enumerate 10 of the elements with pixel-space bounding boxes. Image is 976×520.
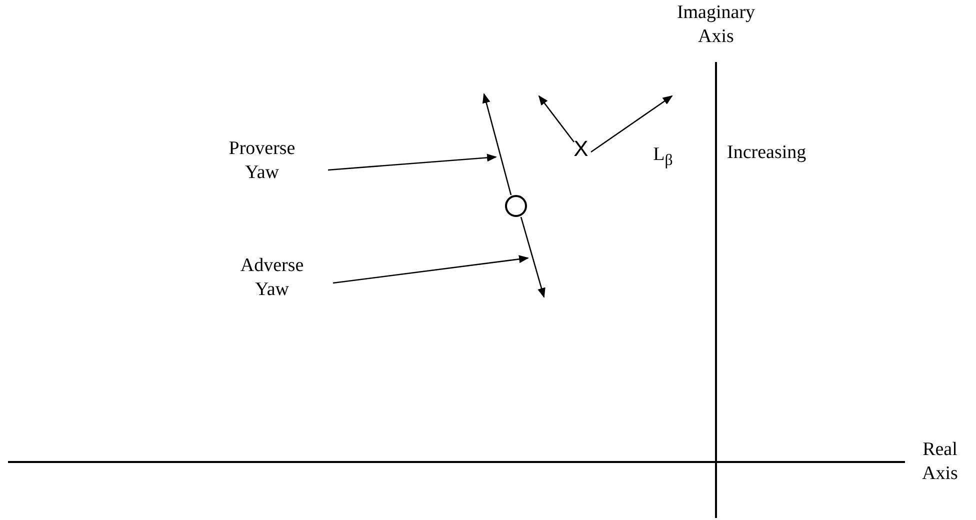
zero-marker bbox=[505, 195, 527, 217]
leader-line bbox=[332, 255, 529, 284]
annotation-text: Increasing bbox=[727, 141, 808, 165]
annotation-text: Adverse Yaw bbox=[232, 254, 312, 302]
annotation-text: Proverse Yaw bbox=[222, 137, 302, 185]
pole-mark: X bbox=[569, 137, 593, 161]
axis-label: Real Axis bbox=[921, 438, 959, 486]
parameter-label: L$_{β}$ bbox=[652, 143, 674, 171]
leader-line bbox=[328, 154, 497, 171]
axis-label: Imaginary Axis bbox=[676, 1, 756, 49]
